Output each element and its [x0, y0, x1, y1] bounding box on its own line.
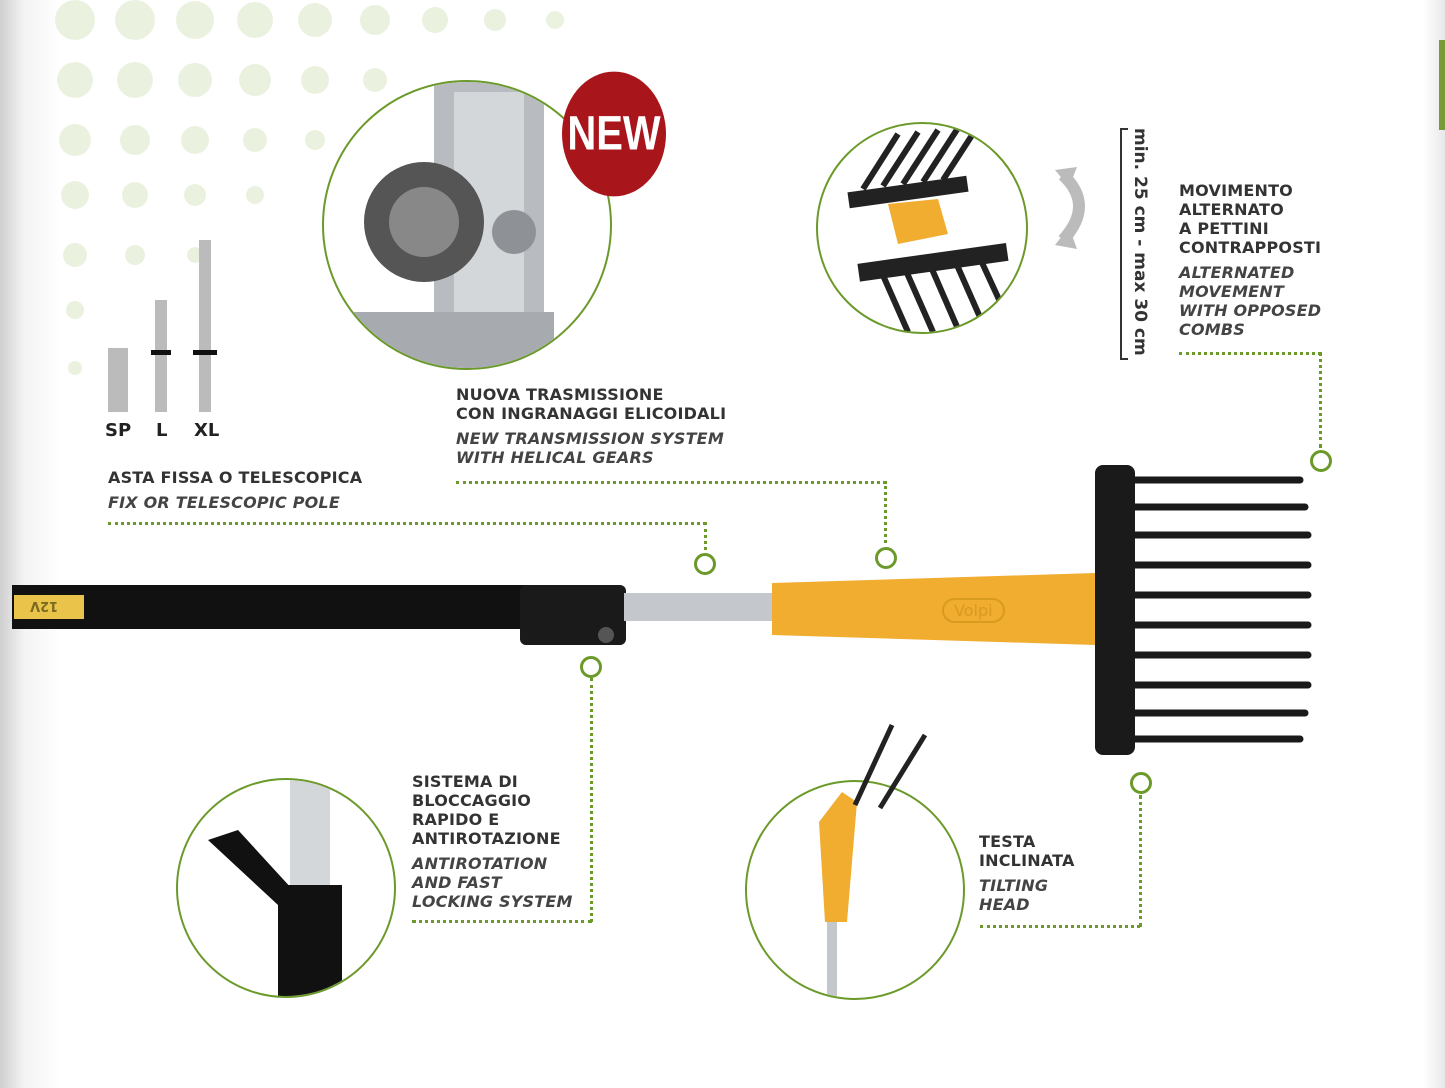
leader-transmission-v [884, 481, 887, 543]
measure-label: min. 25 cm - max 30 cm [1130, 128, 1150, 356]
pole-bar-xl [193, 240, 217, 412]
measure-bracket [1120, 128, 1128, 360]
leader-movement [1179, 352, 1321, 355]
l-it-3: RAPIDO E [412, 810, 500, 829]
m-it-2: ALTERNATO [1179, 200, 1284, 219]
leader-transmission [456, 481, 886, 484]
new-badge: NEW [562, 71, 666, 197]
label-pole: ASTA FISSA O TELESCOPICA FIX OR TELESCOP… [108, 468, 362, 512]
m-en-1: ALTERNATED [1179, 263, 1295, 282]
m-it-4: CONTRAPPOSTI [1179, 238, 1322, 257]
leader-pole [108, 522, 706, 525]
t-en-2: WITH HELICAL GEARS [456, 448, 654, 467]
th-it-1: TESTA [979, 832, 1036, 851]
l-en-3: LOCKING SYSTEM [412, 892, 573, 911]
pole-bar-sp [108, 348, 128, 412]
page-edge [1423, 0, 1445, 1088]
m-en-2: MOVEMENT [1179, 282, 1285, 301]
hotspot-movement[interactable] [1310, 450, 1332, 472]
t-it-2: CON INGRANAGGI ELICOIDALI [456, 404, 727, 423]
label-pole-en: FIX OR TELESCOPIC POLE [108, 493, 340, 512]
l-it-1: SISTEMA DI [412, 772, 518, 791]
page-gutter-shadow [0, 0, 60, 1088]
tilting-fork [852, 723, 928, 810]
th-en-1: TILTING [979, 876, 1049, 895]
brand-logo: Volpi [942, 598, 1005, 623]
th-it-2: INCLINATA [979, 851, 1075, 870]
l-en-1: ANTIROTATION [412, 854, 548, 873]
tilting-head-image [745, 780, 965, 1000]
size-label-sp: SP [105, 420, 132, 441]
decorative-dots [55, 0, 564, 375]
pole-voltage-label: 12V [30, 598, 59, 613]
leader-locking [412, 920, 592, 923]
m-en-3: WITH OPPOSED [1179, 301, 1322, 320]
label-tilting: TESTA INCLINATA TILTING HEAD [979, 832, 1075, 914]
m-it-3: A PETTINI [1179, 219, 1269, 238]
hotspot-transmission[interactable] [875, 547, 897, 569]
hotspot-locking[interactable] [580, 656, 602, 678]
product-harvester-tool [12, 465, 1312, 755]
leader-tilting [980, 925, 1140, 928]
green-tab [1439, 40, 1445, 130]
m-en-4: COMBS [1179, 320, 1245, 339]
leader-tilting-v [1139, 795, 1142, 927]
hotspot-pole[interactable] [694, 553, 716, 575]
locking-system-image [176, 778, 396, 998]
label-locking: SISTEMA DI BLOCCAGGIO RAPIDO E ANTIROTAZ… [412, 772, 573, 911]
comb-tines [1126, 476, 1312, 743]
label-transmission: NUOVA TRASMISSIONE CON INGRANAGGI ELICOI… [456, 385, 726, 467]
label-movement: MOVIMENTO ALTERNATO A PETTINI CONTRAPPOS… [1179, 181, 1321, 339]
l-it-4: ANTIROTAZIONE [412, 829, 561, 848]
leader-locking-v [590, 678, 593, 922]
comb-movement-image [816, 122, 1028, 334]
rotate-arrow-icon [1055, 167, 1085, 249]
leader-movement-v [1319, 352, 1322, 448]
size-label-xl: XL [194, 420, 220, 441]
pole-bar-l [151, 300, 171, 412]
label-pole-it: ASTA FISSA O TELESCOPICA [108, 468, 363, 487]
t-it-1: NUOVA TRASMISSIONE [456, 385, 664, 404]
m-it-1: MOVIMENTO [1179, 181, 1293, 200]
th-en-2: HEAD [979, 895, 1030, 914]
l-it-2: BLOCCAGGIO [412, 791, 532, 810]
hotspot-tilting[interactable] [1130, 772, 1152, 794]
size-label-l: L [156, 420, 168, 441]
t-en-1: NEW TRANSMISSION SYSTEM [456, 429, 724, 448]
l-en-2: AND FAST [412, 873, 502, 892]
leader-pole-v [704, 522, 707, 550]
